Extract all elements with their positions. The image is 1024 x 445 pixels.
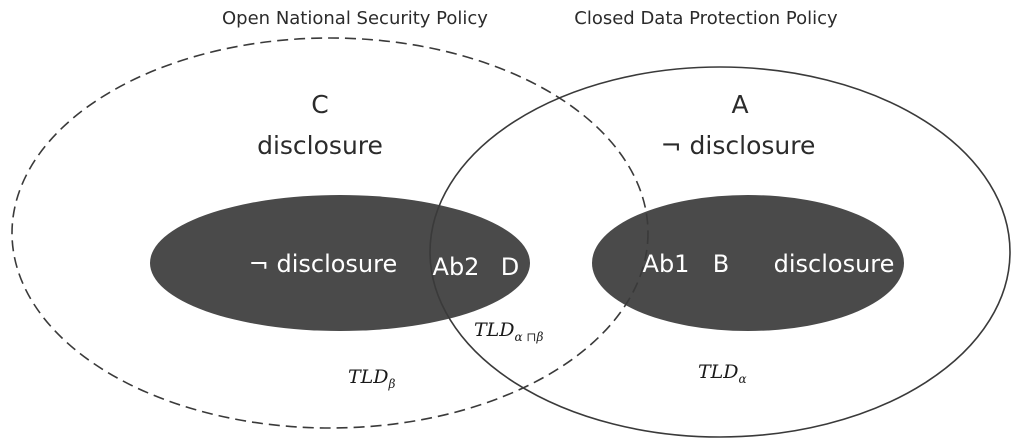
tld-beta-main: TLD [348, 366, 389, 388]
tld-beta-sub: β [388, 377, 396, 391]
left-filled-ellipse [150, 195, 530, 331]
tld-alpha-main: TLD [698, 361, 739, 383]
inner-d: D [501, 253, 519, 281]
tld-intersection-label: TLDα ⊓β [474, 319, 544, 344]
inner-b: B [713, 250, 729, 278]
tld-intersection-main: TLD [474, 319, 515, 341]
closed-data-protection-circle [429, 66, 1011, 438]
region-c-letter: C [311, 90, 328, 119]
tld-alpha-sub: α [739, 372, 747, 386]
title-open-national-security-policy: Open National Security Policy [222, 8, 488, 29]
region-a-letter: A [731, 90, 748, 119]
inner-ab1: Ab1 [643, 250, 690, 278]
inner-right-disclosure: disclosure [774, 250, 895, 278]
open-security-policy-dashed-circle [11, 37, 649, 429]
region-c-disclosure: disclosure [257, 131, 383, 160]
inner-ab2: Ab2 [433, 253, 480, 281]
tld-intersection-sub: α ⊓β [515, 330, 544, 344]
tld-beta-label: TLDβ [348, 366, 396, 391]
region-a-not-disclosure: ¬ disclosure [661, 131, 816, 160]
inner-left-not-disclosure: ¬ disclosure [249, 250, 398, 278]
title-closed-data-protection-policy: Closed Data Protection Policy [574, 8, 838, 29]
tld-alpha-label: TLDα [698, 361, 747, 386]
right-filled-ellipse [592, 195, 904, 331]
